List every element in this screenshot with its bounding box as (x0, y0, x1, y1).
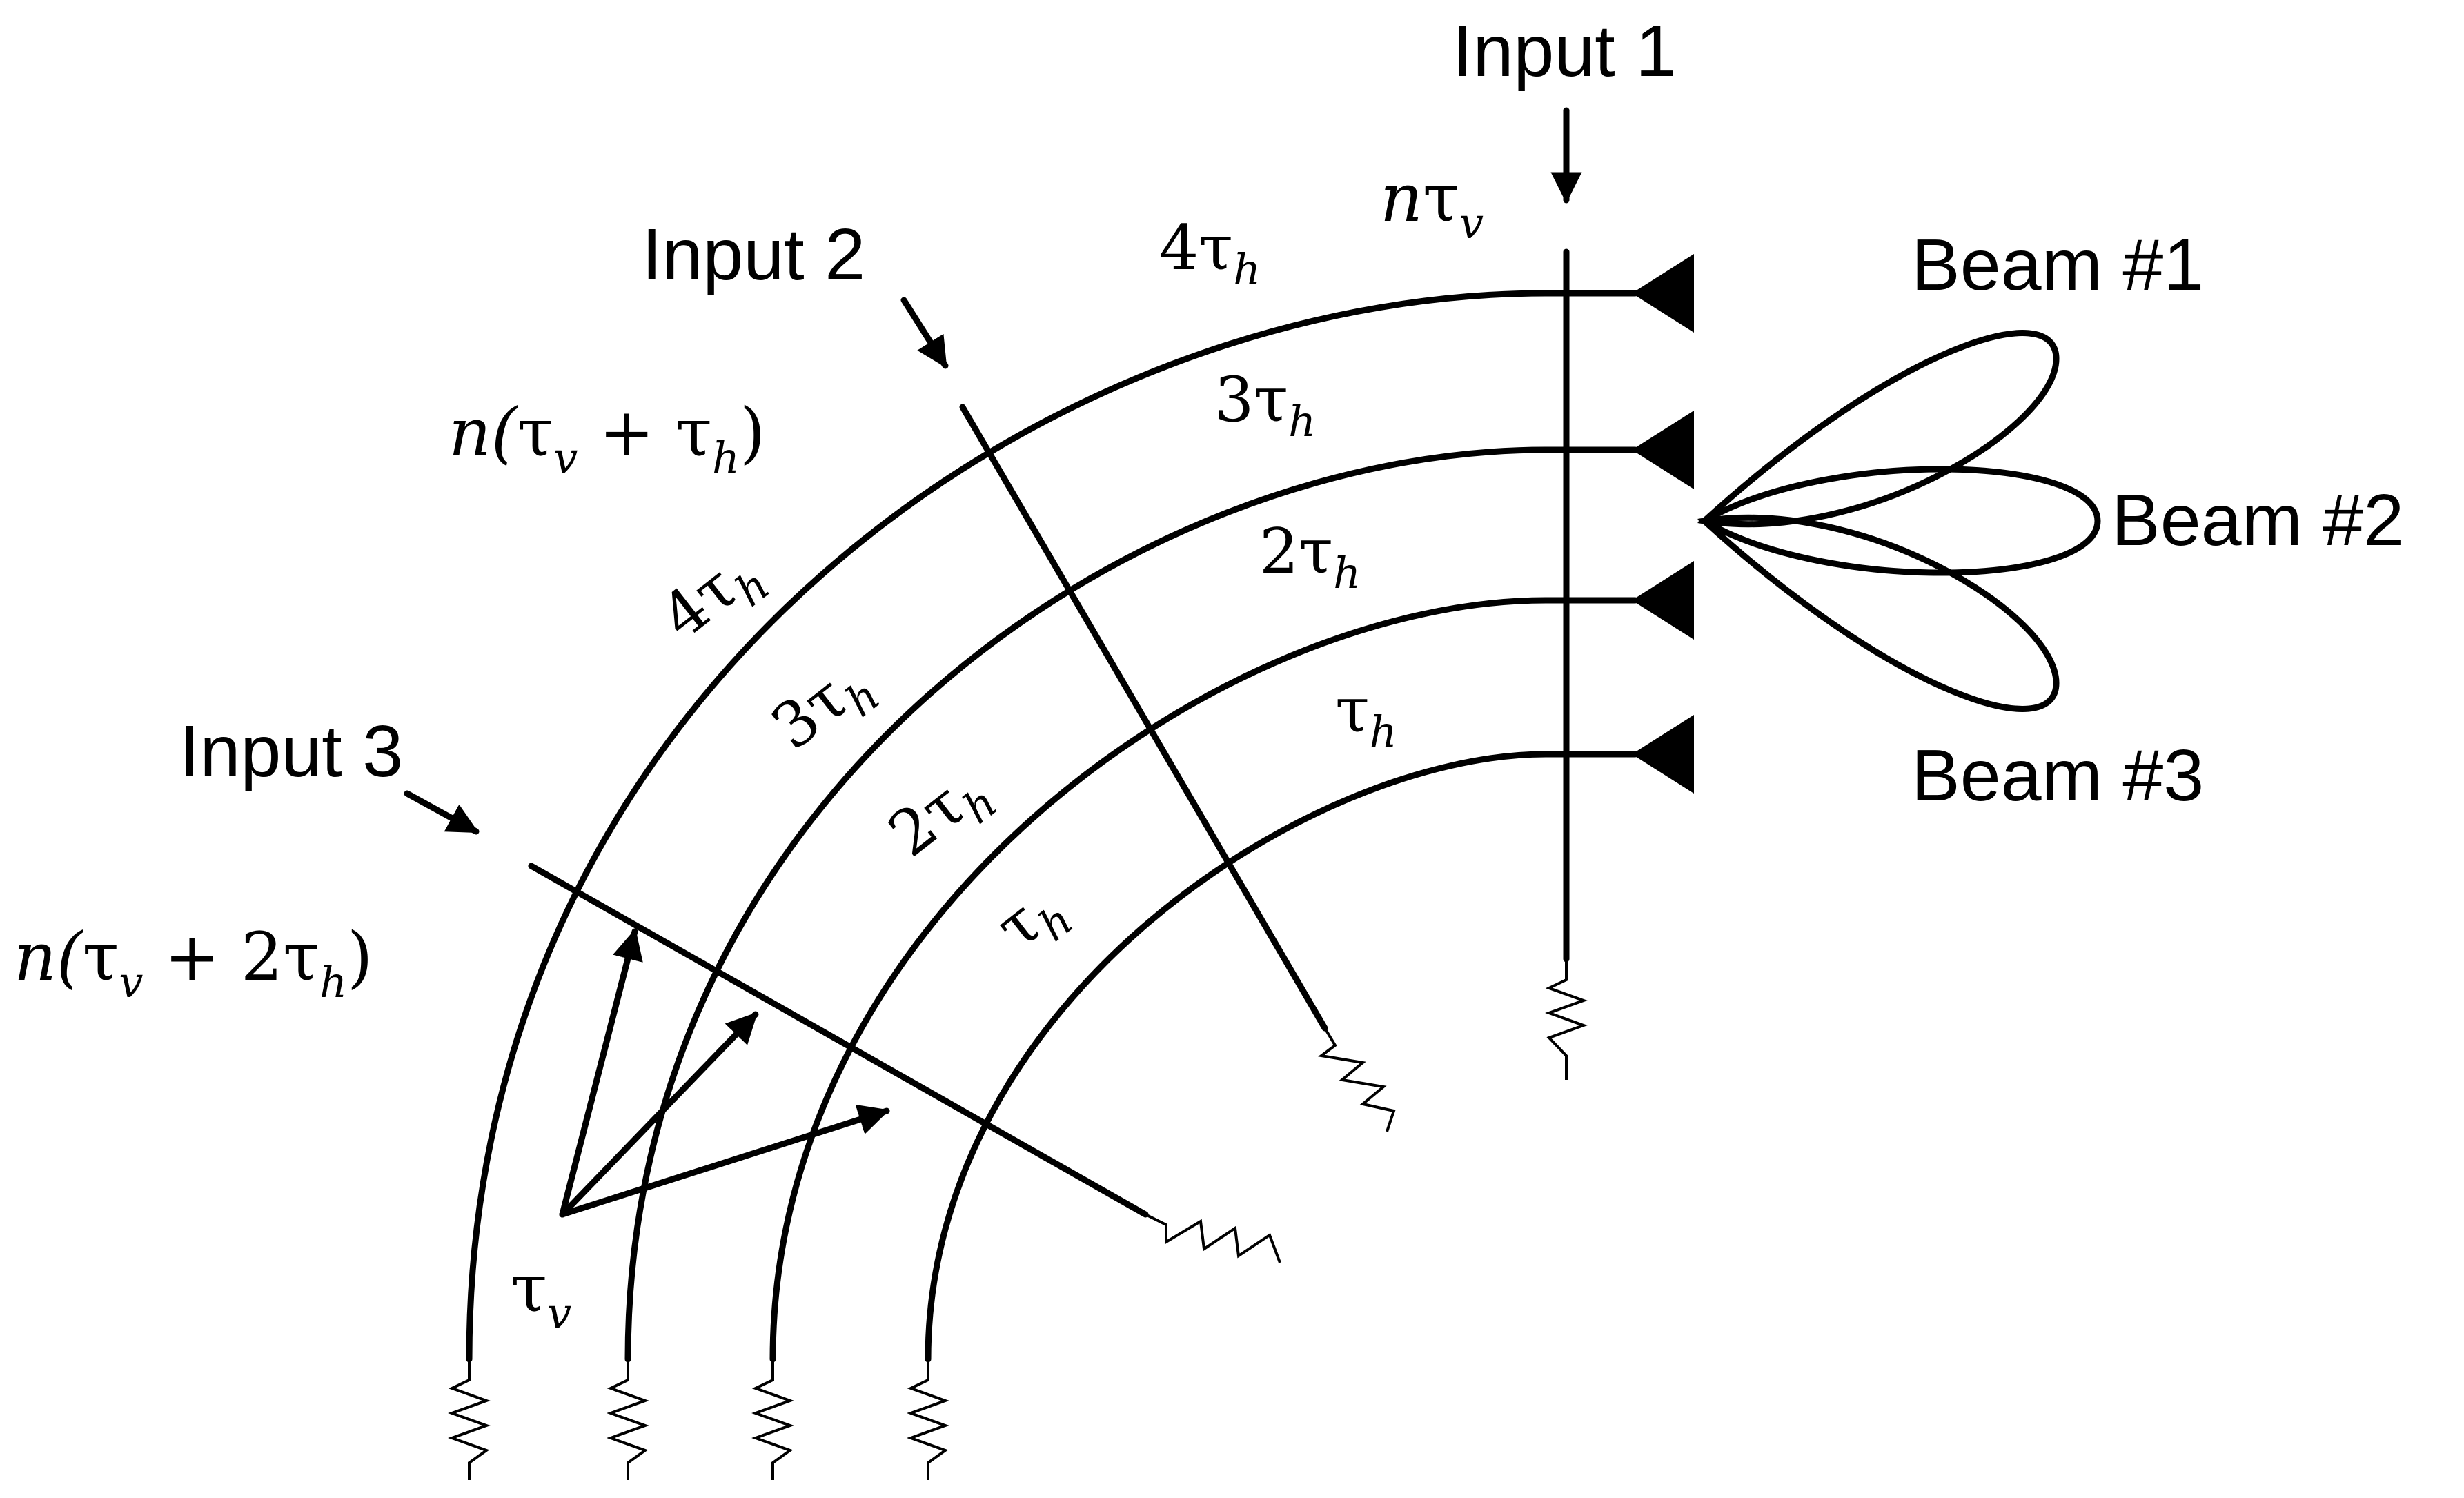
input2-arrow (900, 297, 949, 369)
tau-v-vector-1 (559, 928, 643, 1218)
top-arc-label-3: 2τh (1259, 515, 1361, 598)
arc-line-3 (769, 597, 1639, 1363)
top-arc-label-1: 4τh (1159, 212, 1261, 295)
load-resistor-input1 (1545, 959, 1588, 1080)
feed-line-input3 (528, 863, 1149, 1218)
beam-lobes (1697, 330, 2101, 712)
beam3-label: Beam #3 (1911, 735, 2204, 816)
beam2-label: Beam #2 (2111, 480, 2404, 561)
antenna-element-4 (1632, 715, 1694, 794)
feed-line-input2 (959, 404, 1328, 1032)
arc-line-1 (466, 290, 1639, 1363)
beam1-label: Beam #1 (1911, 224, 2204, 306)
input3-arrow (404, 790, 480, 835)
top-arc-label-4: τh (1335, 674, 1397, 757)
side-arc-label-1: 4τh (648, 534, 779, 662)
input3-delay-label: n(τv + 2τh) (14, 918, 373, 1007)
tau-v-vectors (559, 928, 890, 1218)
tau-v-vector-2 (559, 1011, 759, 1218)
load-resistor-arc4 (907, 1359, 949, 1480)
antenna-element-3 (1632, 561, 1694, 640)
load-resistors (448, 959, 1588, 1480)
input1-label: Input 1 (1452, 10, 1676, 92)
input2-delay-label: n(τv + τh) (449, 394, 765, 483)
load-resistor-arc3 (751, 1359, 794, 1480)
top-arc-label-2: 3τh (1214, 364, 1316, 446)
beam-lobe-2 (1698, 466, 2101, 576)
load-resistor-arc2 (607, 1359, 649, 1480)
beam-lobe-3 (1697, 514, 2060, 712)
vertical-delay-label: τv (511, 1250, 571, 1339)
input2-label: Input 2 (642, 214, 865, 295)
load-resistor-input2 (1318, 1027, 1396, 1132)
input-arrows (404, 107, 1582, 835)
tau-v-vector-3 (559, 1104, 890, 1218)
feed-lines (528, 248, 1570, 1218)
arc-line-4 (925, 751, 1639, 1363)
antenna-element-1 (1632, 254, 1694, 333)
input3-label: Input 3 (179, 711, 403, 792)
side-arc-label-4: τh (983, 869, 1083, 972)
input1-delay-label: nτv (1380, 159, 1484, 248)
antenna-element-2 (1632, 411, 1694, 489)
antenna-elements (1632, 254, 1694, 794)
beam-lobe-1 (1697, 330, 2060, 528)
load-resistor-arc1 (448, 1359, 491, 1480)
arc-line-2 (624, 446, 1639, 1363)
load-resistor-input3 (1145, 1213, 1281, 1263)
